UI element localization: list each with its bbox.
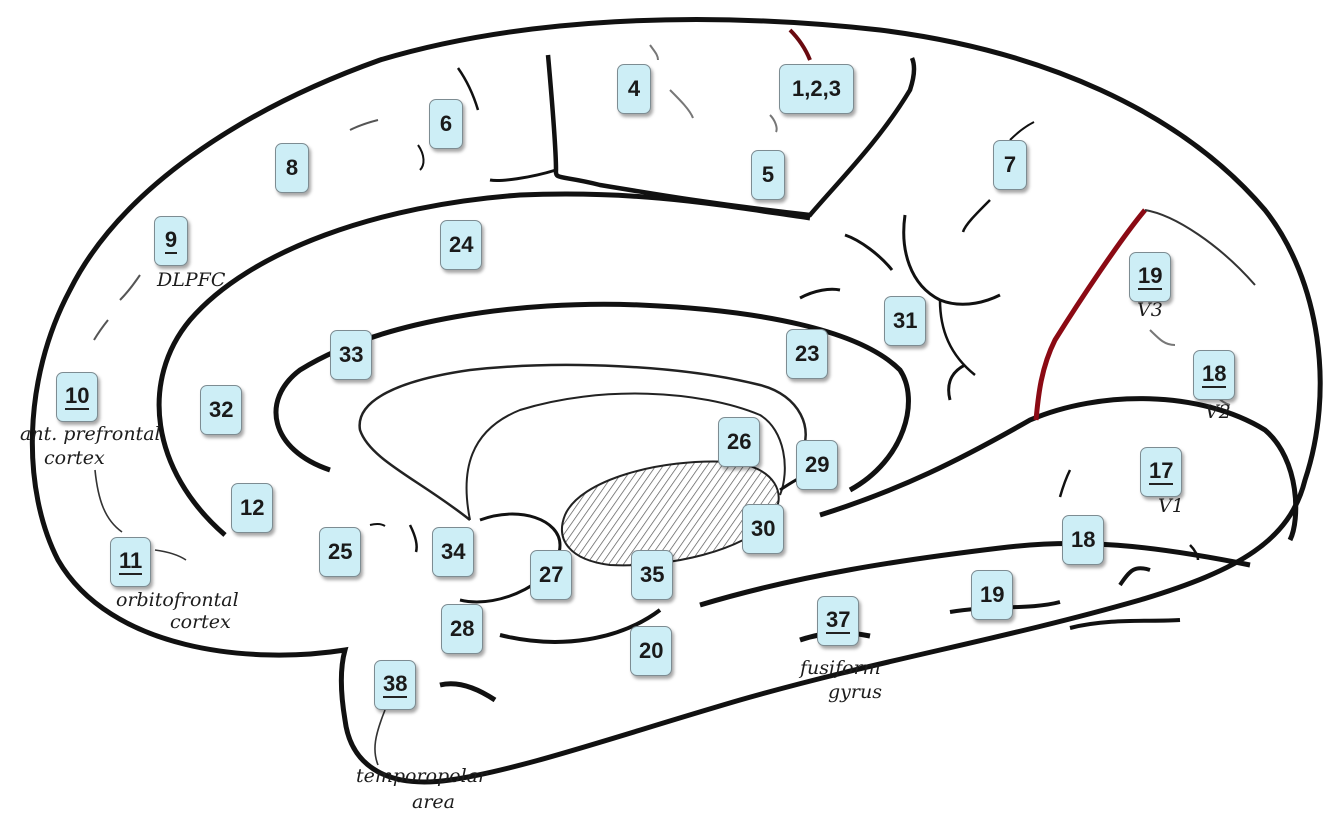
brodmann-area-9: 9 (154, 216, 188, 266)
ant-prefrontal-label-line1: ant. prefrontal (20, 423, 161, 445)
brodmann-area-17: 17 (1140, 447, 1183, 497)
brodmann-area-6: 6 (429, 99, 463, 149)
paracentral-sulcus (545, 54, 917, 218)
brodmann-area-27: 27 (530, 550, 573, 600)
brodmann-area-19-lower: 19 (971, 570, 1014, 620)
brodmann-area-4: 4 (617, 64, 651, 114)
brodmann-area-8: 8 (275, 143, 309, 193)
cingulate-sulcus (156, 191, 811, 537)
temporopolar-label-line2: area (412, 791, 455, 813)
v3-label: V3 (1137, 299, 1163, 321)
brodmann-area-1-2-3: 1,2,3 (779, 64, 854, 114)
brodmann-area-26: 26 (718, 417, 761, 467)
brodmann-area-30: 30 (742, 504, 785, 554)
brodmann-area-31: 31 (884, 296, 927, 346)
brodmann-area-28: 28 (441, 604, 484, 654)
brodmann-area-38: 38 (374, 660, 417, 710)
brodmann-area-37: 37 (817, 596, 860, 646)
corpus-callosum-inner (358, 363, 807, 521)
brodmann-area-29: 29 (796, 440, 839, 490)
brodmann-area-20: 20 (630, 626, 673, 676)
brodmann-area-5: 5 (751, 150, 785, 200)
fusiform-label-line1: fusiform (800, 657, 881, 679)
brodmann-area-35: 35 (631, 550, 674, 600)
brodmann-area-34: 34 (432, 527, 475, 577)
collateral-sulcus (459, 512, 562, 604)
fusiform-label-line2: gyrus (828, 681, 882, 703)
brodmann-area-23: 23 (786, 329, 829, 379)
orbitofrontal-label-line2: cortex (170, 611, 231, 633)
dlpfc-label: DLPFC (157, 269, 226, 291)
brodmann-area-33: 33 (330, 330, 373, 380)
brodmann-area-24: 24 (440, 220, 483, 270)
v1-label: V1 (1158, 495, 1184, 517)
brodmann-area-25: 25 (319, 527, 362, 577)
brodmann-area-18-lower: 18 (1062, 515, 1105, 565)
brodmann-area-19-upper: 19 (1129, 252, 1172, 302)
brodmann-area-32: 32 (200, 385, 243, 435)
brodmann-area-7: 7 (993, 140, 1027, 190)
brodmann-area-18-upper: 18 (1193, 350, 1236, 400)
v2-label: V2 (1205, 401, 1231, 423)
brodmann-area-10: 10 (56, 372, 99, 422)
brodmann-area-12: 12 (231, 483, 274, 533)
brodmann-area-11: 11 (110, 537, 152, 587)
ant-prefrontal-label-line2: cortex (44, 447, 105, 469)
parieto-occipital-sulcus (1033, 208, 1147, 421)
orbitofrontal-label-line1: orbitofrontal (116, 589, 239, 611)
temporopolar-label-line1: temporopolar (356, 765, 488, 787)
callosal-outer (273, 301, 911, 493)
